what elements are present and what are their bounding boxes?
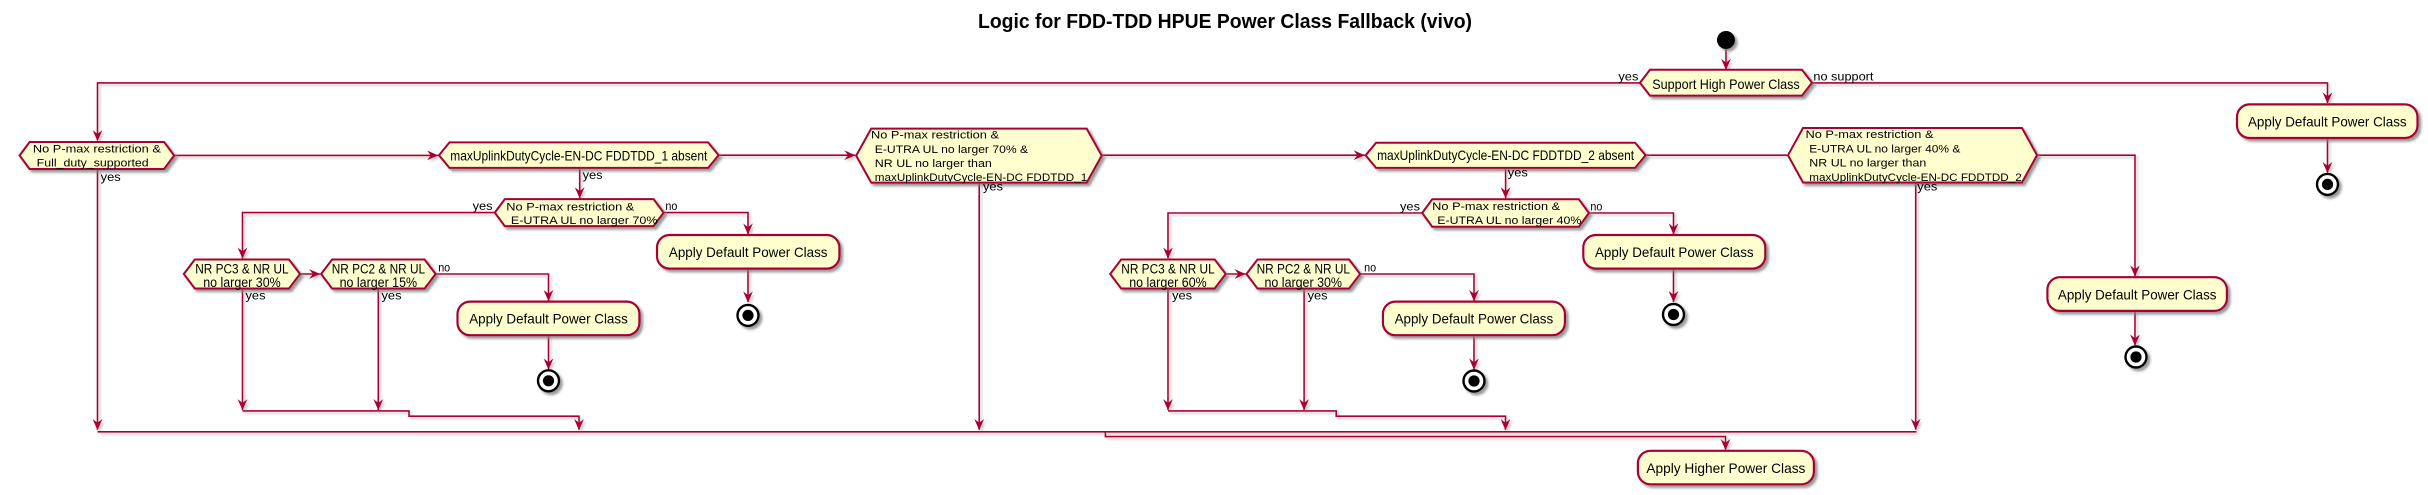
svg-text:Support High Power Class: Support High Power Class	[1652, 76, 1799, 92]
svg-text:maxUplinkDutyCycle-EN-DC FDDTD: maxUplinkDutyCycle-EN-DC FDDTDD_2 absent	[1377, 147, 1634, 163]
svg-text:E-UTRA UL no larger 70% &: E-UTRA UL no larger 70% &	[875, 144, 1029, 156]
svg-text:no larger 30%: no larger 30%	[1265, 275, 1343, 290]
svg-text:NR PC3 & NR UL: NR PC3 & NR UL	[1121, 261, 1215, 276]
svg-text:NR UL no larger than: NR UL no larger than	[1809, 158, 1926, 170]
svg-text:yes: yes	[1308, 288, 1328, 302]
svg-text:Apply Higher Power Class: Apply Higher Power Class	[1646, 460, 1805, 476]
svg-text:no larger 30%: no larger 30%	[203, 275, 281, 290]
svg-text:E-UTRA UL no larger 40%: E-UTRA UL no larger 40%	[1437, 215, 1581, 227]
svg-text:yes: yes	[1400, 199, 1420, 213]
svg-text:Apply Default Power Class: Apply Default Power Class	[2058, 286, 2217, 302]
svg-text:Apply Default Power Class: Apply Default Power Class	[2248, 114, 2407, 130]
svg-text:No P-max restriction &: No P-max restriction &	[1432, 201, 1561, 213]
svg-text:NR UL no larger than: NR UL no larger than	[875, 158, 992, 170]
svg-text:no larger 60%: no larger 60%	[1129, 275, 1207, 290]
svg-text:yes: yes	[1618, 69, 1638, 83]
svg-text:NR PC2 & NR UL: NR PC2 & NR UL	[1257, 261, 1351, 276]
svg-text:Apply Default Power Class: Apply Default Power Class	[669, 244, 828, 260]
svg-text:yes: yes	[246, 288, 266, 302]
svg-text:E-UTRA UL no larger 70%: E-UTRA UL no larger 70%	[511, 215, 658, 227]
svg-text:No P-max restriction &: No P-max restriction &	[1806, 129, 1935, 141]
svg-text:no larger 15%: no larger 15%	[340, 275, 418, 290]
svg-text:yes: yes	[382, 288, 402, 302]
svg-text:no: no	[665, 199, 677, 213]
svg-text:Apply Default Power Class: Apply Default Power Class	[1595, 244, 1754, 260]
svg-text:maxUplinkDutyCycle-EN-DC FDDTD: maxUplinkDutyCycle-EN-DC FDDTDD_2	[1809, 172, 2021, 184]
svg-text:Full_duty_supported: Full_duty_supported	[37, 158, 149, 170]
svg-text:yes: yes	[473, 199, 493, 213]
svg-text:maxUplinkDutyCycle-EN-DC FDDTD: maxUplinkDutyCycle-EN-DC FDDTDD_1	[875, 172, 1087, 184]
svg-text:NR PC2 & NR UL: NR PC2 & NR UL	[332, 261, 426, 276]
svg-text:no support: no support	[1813, 69, 1874, 83]
svg-text:Apply Default Power Class: Apply Default Power Class	[1395, 311, 1554, 327]
svg-text:yes: yes	[983, 180, 1003, 194]
svg-text:No P-max restriction &: No P-max restriction &	[506, 202, 635, 214]
svg-text:maxUplinkDutyCycle-EN-DC FDDTD: maxUplinkDutyCycle-EN-DC FDDTDD_1 absent	[450, 147, 707, 163]
svg-text:NR PC3 & NR UL: NR PC3 & NR UL	[195, 261, 289, 276]
svg-text:no: no	[1364, 261, 1376, 275]
svg-text:yes: yes	[1172, 288, 1192, 302]
svg-text:yes: yes	[1508, 166, 1528, 180]
svg-text:Apply Default Power Class: Apply Default Power Class	[469, 311, 628, 327]
svg-text:No P-max restriction &: No P-max restriction &	[33, 143, 162, 155]
svg-text:E-UTRA UL no larger 40% &: E-UTRA UL no larger 40% &	[1809, 143, 1961, 155]
svg-text:yes: yes	[583, 168, 603, 182]
svg-text:yes: yes	[1917, 180, 1937, 194]
svg-text:No P-max restriction &: No P-max restriction &	[871, 130, 1000, 142]
svg-text:no: no	[438, 261, 450, 275]
svg-text:Logic for FDD-TDD HPUE Power C: Logic for FDD-TDD HPUE Power Class Fallb…	[978, 11, 1472, 33]
svg-text:no: no	[1590, 199, 1602, 213]
svg-text:yes: yes	[101, 170, 121, 184]
